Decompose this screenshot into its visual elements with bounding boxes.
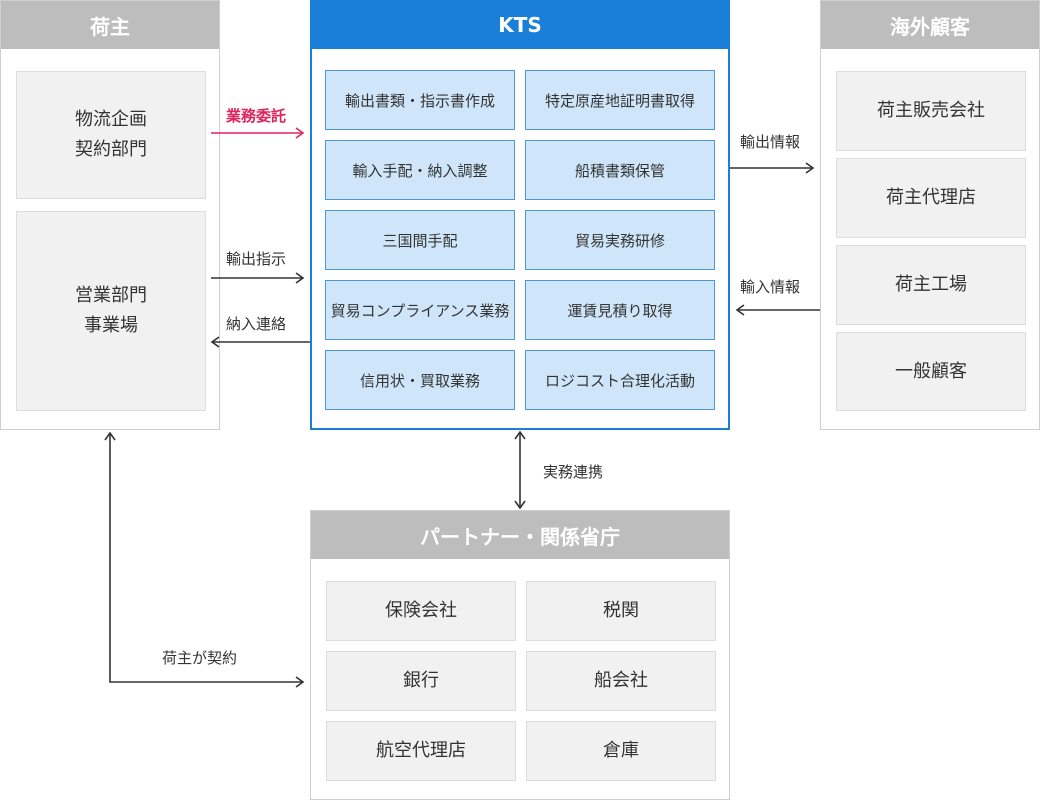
label-delivery-contact: 納入連絡 [226,315,287,333]
partner-item: 銀行 [326,651,516,711]
commission-arrow-head [295,127,305,139]
shipper-title: 荷主 [1,1,219,49]
service-triangular-trade: 三国間手配 [325,210,515,270]
partner-item: 倉庫 [526,721,716,781]
kts-title: KTS [311,1,729,49]
partner-item: 船会社 [526,651,716,711]
partners-panel: パートナー・関係省庁 保険会社 税関 銀行 船会社 航空代理店 倉庫 [310,510,730,800]
overseas-title: 海外顧客 [821,1,1039,49]
dept1-line1: 物流企画 [75,109,147,130]
kts-panel: KTS 輸出書類・指示書作成 特定原産地証明書取得 輸入手配・納入調整 船積書類… [310,0,730,430]
overseas-item: 荷主代理店 [836,158,1026,238]
dept1-line2: 契約部門 [75,139,147,160]
partners-title: パートナー・関係省庁 [311,511,729,559]
service-logistics-cost: ロジコスト合理化活動 [525,350,715,410]
label-export-info: 輸出情報 [740,133,801,151]
collaboration-arrow-head-bottom [514,500,526,510]
service-origin-certificate: 特定原産地証明書取得 [525,70,715,130]
shipper-panel: 荷主 物流企画 契約部門 営業部門 事業場 [0,0,220,430]
service-export-docs: 輸出書類・指示書作成 [325,70,515,130]
partner-item: 税関 [526,581,716,641]
overseas-panel: 海外顧客 荷主販売会社 荷主代理店 荷主工場 一般顧客 [820,0,1040,430]
partner-item: 航空代理店 [326,721,516,781]
service-shipping-docs-storage: 船積書類保管 [525,140,715,200]
collaboration-arrow-head-top [514,430,526,440]
dept2-line2: 事業場 [84,315,138,336]
label-shipper-contract: 荷主が契約 [162,649,238,667]
service-trade-training: 貿易実務研修 [525,210,715,270]
import-info-arrow-head [735,304,745,316]
contract-arrow [109,434,302,683]
overseas-item: 荷主工場 [836,245,1026,325]
overseas-item: 荷主販売会社 [836,71,1026,151]
partner-item: 保険会社 [326,581,516,641]
label-practical-collaboration: 実務連携 [543,463,604,481]
contract-arrow-head-top [104,431,116,441]
dept2-line1: 営業部門 [75,285,147,306]
label-export-instruction: 輸出指示 [226,250,287,268]
logistics-planning-dept: 物流企画 契約部門 [16,71,206,199]
label-import-info: 輸入情報 [740,278,801,296]
service-letter-of-credit: 信用状・買取業務 [325,350,515,410]
service-import-arrangement: 輸入手配・納入調整 [325,140,515,200]
delivery-contact-arrow-head [210,336,220,348]
sales-dept: 営業部門 事業場 [16,211,206,411]
service-freight-quote: 運賃見積り取得 [525,280,715,340]
service-trade-compliance: 貿易コンプライアンス業務 [325,280,515,340]
export-instruction-arrow-head [295,272,305,284]
label-business-commission: 業務委託 [226,107,287,125]
overseas-item: 一般顧客 [836,332,1026,411]
export-info-arrow-head [805,162,815,174]
contract-arrow-head-right [295,676,305,688]
